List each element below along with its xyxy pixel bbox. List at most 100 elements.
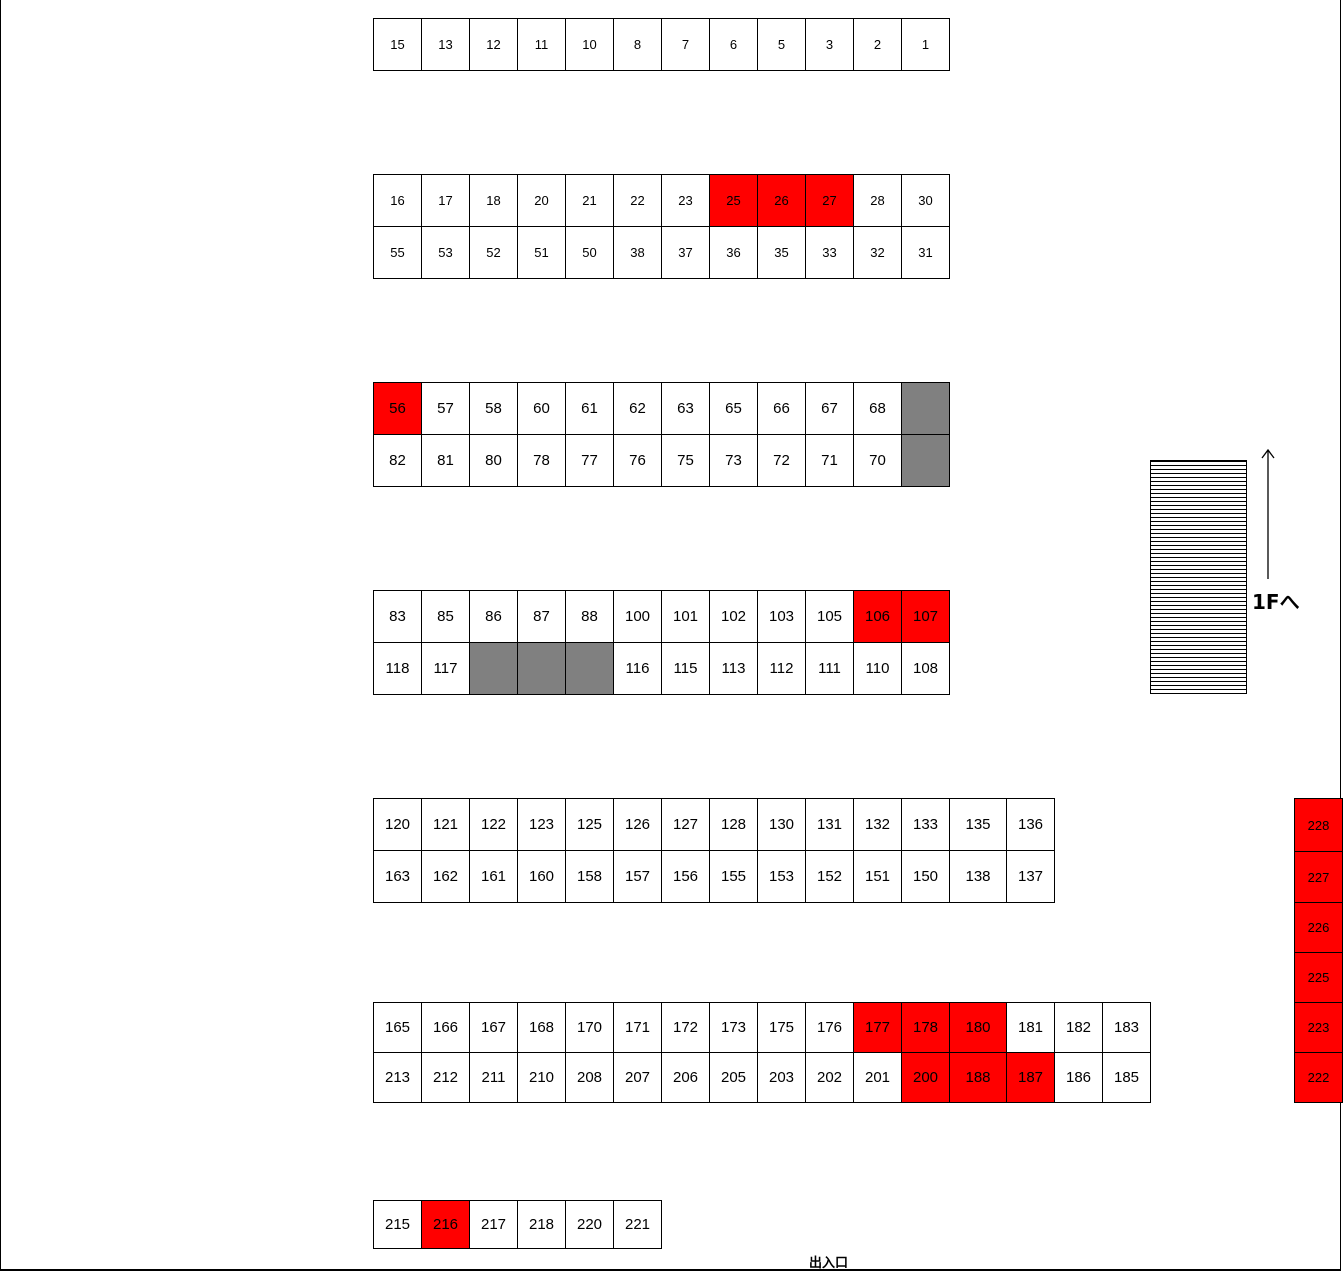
parking-space-13[interactable]: 13 <box>421 18 470 71</box>
parking-space-157[interactable]: 157 <box>613 850 662 903</box>
parking-space-228[interactable]: 228 <box>1294 798 1343 852</box>
parking-space-15[interactable]: 15 <box>373 18 422 71</box>
parking-space-226[interactable]: 226 <box>1294 902 1343 953</box>
parking-space-223[interactable]: 223 <box>1294 1002 1343 1053</box>
parking-space-113[interactable]: 113 <box>709 642 758 695</box>
parking-space-31[interactable]: 31 <box>901 226 950 279</box>
parking-space-80[interactable]: 80 <box>469 434 518 487</box>
parking-space-205[interactable]: 205 <box>709 1052 758 1103</box>
parking-space-18[interactable]: 18 <box>469 174 518 227</box>
parking-space-208[interactable]: 208 <box>565 1052 614 1103</box>
parking-space-82[interactable]: 82 <box>373 434 422 487</box>
parking-space-158[interactable]: 158 <box>565 850 614 903</box>
parking-space-188[interactable]: 188 <box>949 1052 1007 1103</box>
parking-space-111[interactable]: 111 <box>805 642 854 695</box>
parking-space-203[interactable]: 203 <box>757 1052 806 1103</box>
parking-space-170[interactable]: 170 <box>565 1002 614 1053</box>
parking-space-180[interactable]: 180 <box>949 1002 1007 1053</box>
parking-space-130[interactable]: 130 <box>757 798 806 851</box>
parking-space-63[interactable]: 63 <box>661 382 710 435</box>
parking-space-152[interactable]: 152 <box>805 850 854 903</box>
parking-space-200[interactable]: 200 <box>901 1052 950 1103</box>
parking-space-167[interactable]: 167 <box>469 1002 518 1053</box>
parking-space-38[interactable]: 38 <box>613 226 662 279</box>
parking-space-133[interactable]: 133 <box>901 798 950 851</box>
parking-space-168[interactable]: 168 <box>517 1002 566 1053</box>
parking-space-120[interactable]: 120 <box>373 798 422 851</box>
parking-space-136[interactable]: 136 <box>1006 798 1055 851</box>
parking-space-87[interactable]: 87 <box>517 590 566 643</box>
parking-space-225[interactable]: 225 <box>1294 952 1343 1003</box>
parking-space-153[interactable]: 153 <box>757 850 806 903</box>
parking-space-65[interactable]: 65 <box>709 382 758 435</box>
parking-space-176[interactable]: 176 <box>805 1002 854 1053</box>
parking-space-67[interactable]: 67 <box>805 382 854 435</box>
to-1f-link[interactable]: 1Fへ <box>1252 590 1300 614</box>
parking-space-103[interactable]: 103 <box>757 590 806 643</box>
parking-space-83[interactable]: 83 <box>373 590 422 643</box>
parking-space-131[interactable]: 131 <box>805 798 854 851</box>
parking-space-102[interactable]: 102 <box>709 590 758 643</box>
parking-space-1[interactable]: 1 <box>901 18 950 71</box>
parking-space-30[interactable]: 30 <box>901 174 950 227</box>
parking-space-70[interactable]: 70 <box>853 434 902 487</box>
parking-space-22[interactable]: 22 <box>613 174 662 227</box>
parking-space-72[interactable]: 72 <box>757 434 806 487</box>
parking-space-183[interactable]: 183 <box>1102 1002 1151 1053</box>
parking-space-216[interactable]: 216 <box>421 1200 470 1249</box>
parking-space-66[interactable]: 66 <box>757 382 806 435</box>
parking-space-16[interactable]: 16 <box>373 174 422 227</box>
parking-space-58[interactable]: 58 <box>469 382 518 435</box>
parking-space-107[interactable]: 107 <box>901 590 950 643</box>
parking-space-28[interactable]: 28 <box>853 174 902 227</box>
parking-space-11[interactable]: 11 <box>517 18 566 71</box>
parking-space-166[interactable]: 166 <box>421 1002 470 1053</box>
parking-space-185[interactable]: 185 <box>1102 1052 1151 1103</box>
parking-space-201[interactable]: 201 <box>853 1052 902 1103</box>
parking-space-32[interactable]: 32 <box>853 226 902 279</box>
parking-space-106[interactable]: 106 <box>853 590 902 643</box>
parking-space-23[interactable]: 23 <box>661 174 710 227</box>
parking-space-33[interactable]: 33 <box>805 226 854 279</box>
parking-space-37[interactable]: 37 <box>661 226 710 279</box>
parking-space-137[interactable]: 137 <box>1006 850 1055 903</box>
parking-space-105[interactable]: 105 <box>805 590 854 643</box>
parking-space-171[interactable]: 171 <box>613 1002 662 1053</box>
parking-space-186[interactable]: 186 <box>1054 1052 1103 1103</box>
parking-space-187[interactable]: 187 <box>1006 1052 1055 1103</box>
parking-space-211[interactable]: 211 <box>469 1052 518 1103</box>
parking-space-202[interactable]: 202 <box>805 1052 854 1103</box>
parking-space-227[interactable]: 227 <box>1294 851 1343 903</box>
parking-space-17[interactable]: 17 <box>421 174 470 227</box>
parking-space-26[interactable]: 26 <box>757 174 806 227</box>
parking-space-56[interactable]: 56 <box>373 382 422 435</box>
parking-space-182[interactable]: 182 <box>1054 1002 1103 1053</box>
parking-space-117[interactable]: 117 <box>421 642 470 695</box>
parking-space-220[interactable]: 220 <box>565 1200 614 1249</box>
parking-space-122[interactable]: 122 <box>469 798 518 851</box>
parking-space-8[interactable]: 8 <box>613 18 662 71</box>
parking-space-88[interactable]: 88 <box>565 590 614 643</box>
parking-space-7[interactable]: 7 <box>661 18 710 71</box>
parking-space-5[interactable]: 5 <box>757 18 806 71</box>
parking-space-71[interactable]: 71 <box>805 434 854 487</box>
parking-space-210[interactable]: 210 <box>517 1052 566 1103</box>
parking-space-108[interactable]: 108 <box>901 642 950 695</box>
parking-space-135[interactable]: 135 <box>949 798 1007 851</box>
parking-space-165[interactable]: 165 <box>373 1002 422 1053</box>
parking-space-78[interactable]: 78 <box>517 434 566 487</box>
parking-space-6[interactable]: 6 <box>709 18 758 71</box>
parking-space-85[interactable]: 85 <box>421 590 470 643</box>
parking-space-60[interactable]: 60 <box>517 382 566 435</box>
parking-space-151[interactable]: 151 <box>853 850 902 903</box>
parking-space-101[interactable]: 101 <box>661 590 710 643</box>
parking-space-162[interactable]: 162 <box>421 850 470 903</box>
parking-space-68[interactable]: 68 <box>853 382 902 435</box>
parking-space-50[interactable]: 50 <box>565 226 614 279</box>
parking-space-150[interactable]: 150 <box>901 850 950 903</box>
parking-space-21[interactable]: 21 <box>565 174 614 227</box>
parking-space-110[interactable]: 110 <box>853 642 902 695</box>
parking-space-53[interactable]: 53 <box>421 226 470 279</box>
parking-space-213[interactable]: 213 <box>373 1052 422 1103</box>
parking-space-217[interactable]: 217 <box>469 1200 518 1249</box>
